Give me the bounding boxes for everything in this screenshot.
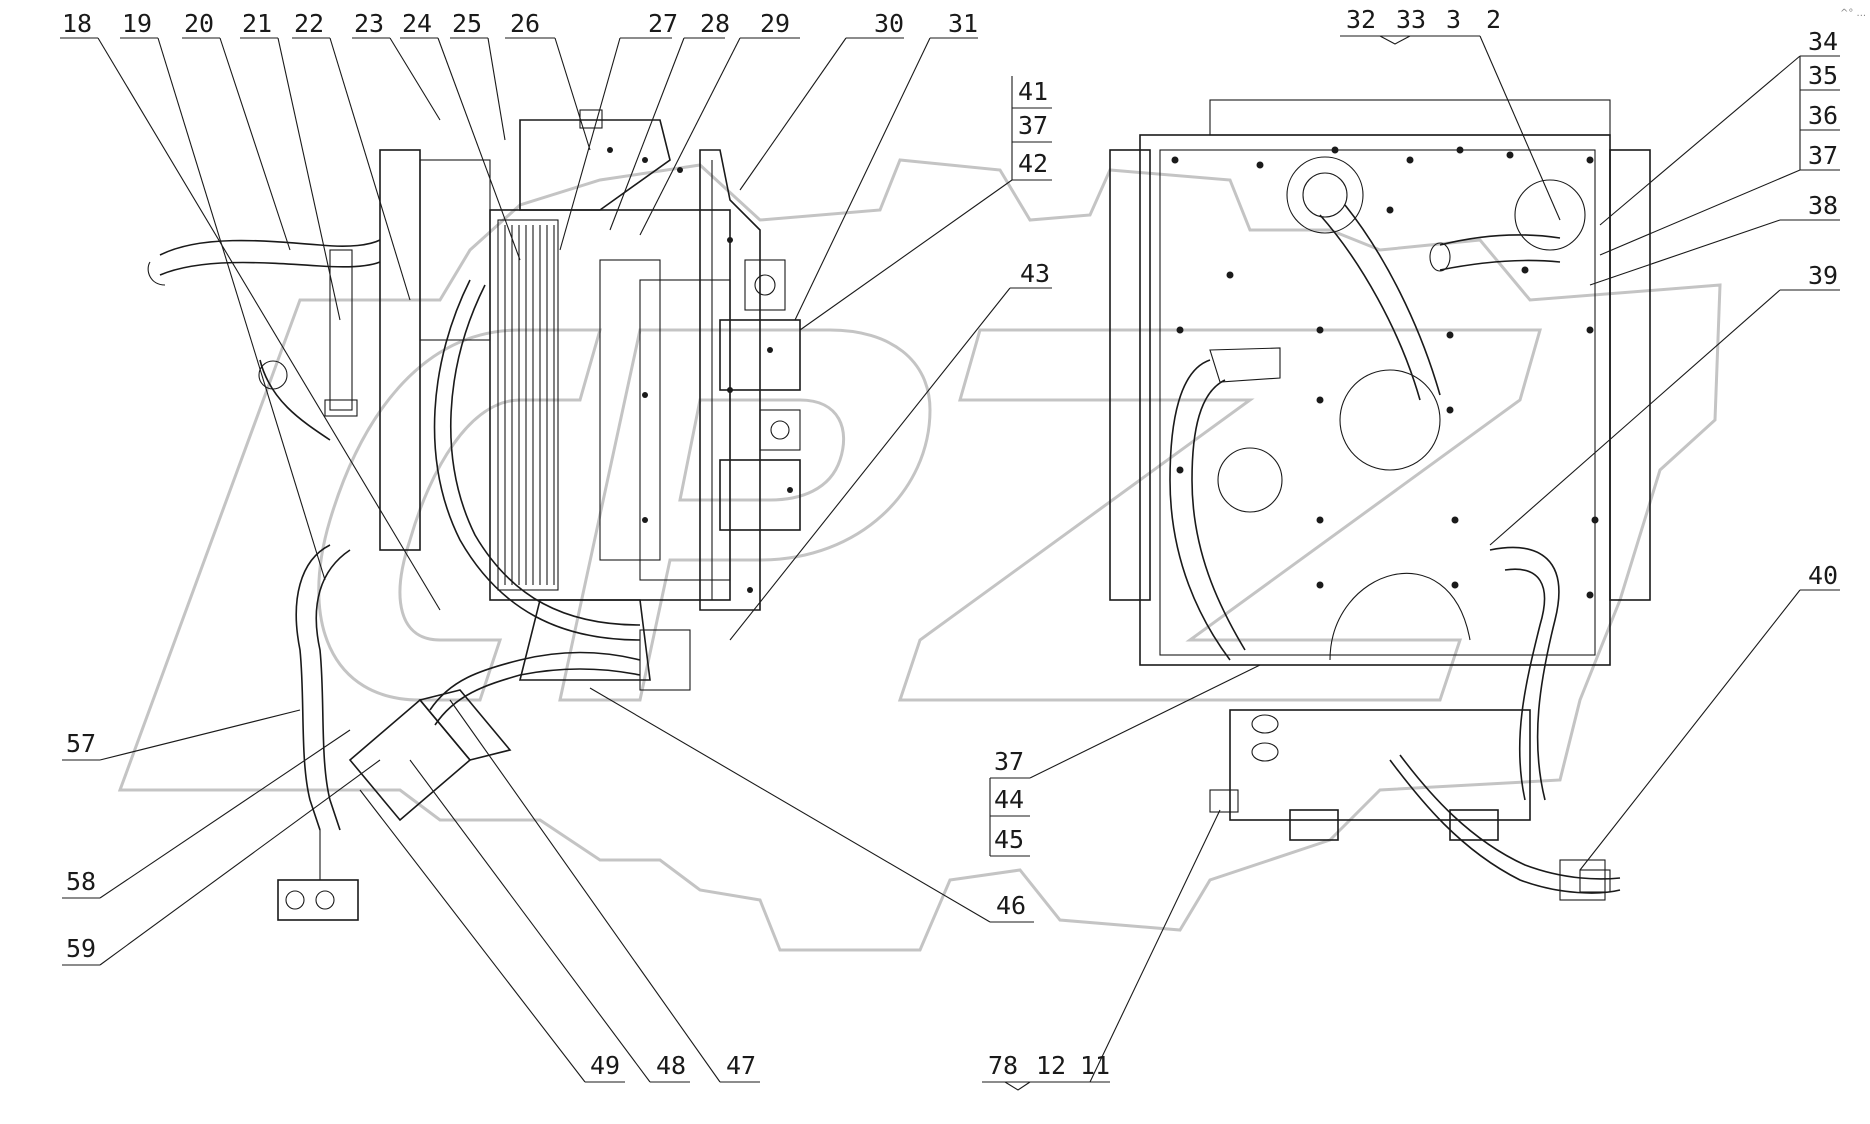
callout-47: 47 — [726, 1051, 756, 1080]
callout-48: 48 — [656, 1051, 686, 1080]
callout-35: 35 — [1808, 61, 1838, 90]
callout-24: 24 — [402, 9, 432, 38]
radiator-fins — [504, 225, 555, 585]
callout-37-mid: 37 — [1018, 111, 1048, 140]
callout-18: 18 — [62, 9, 92, 38]
callout-78: 78 — [988, 1051, 1018, 1080]
callout-36: 36 — [1808, 101, 1838, 130]
callout-11: 11 — [1080, 1051, 1110, 1080]
watermark-logo — [117, 158, 1722, 952]
callout-32: 32 — [1346, 5, 1376, 34]
callout-3: 3 — [1446, 5, 1461, 34]
callout-40: 40 — [1808, 561, 1838, 590]
left-bolts — [607, 147, 793, 593]
left-assembly-radiator — [147, 109, 801, 921]
callout-labels: 18 19 20 21 22 23 24 25 26 27 28 29 30 3… — [62, 5, 1866, 1080]
callout-34: 34 — [1808, 27, 1838, 56]
callout-27: 27 — [648, 9, 678, 38]
watermark-gear-outline — [117, 158, 1722, 952]
callout-46: 46 — [996, 891, 1026, 920]
callout-25: 25 — [452, 9, 482, 38]
right-bolts — [1171, 146, 1599, 599]
callout-20: 20 — [184, 9, 214, 38]
callout-31: 31 — [948, 9, 978, 38]
callout-28: 28 — [700, 9, 730, 38]
callout-41: 41 — [1018, 77, 1048, 106]
callout-12: 12 — [1036, 1051, 1066, 1080]
callout-58: 58 — [66, 867, 96, 896]
leader-lines — [60, 35, 1840, 1091]
callout-33: 33 — [1396, 5, 1426, 34]
callout-45: 45 — [994, 825, 1024, 854]
callout-44: 44 — [994, 785, 1024, 814]
right-assembly-panel — [1109, 99, 1651, 901]
watermark-letter-p — [558, 328, 932, 702]
callout-22: 22 — [294, 9, 324, 38]
callout-37-top: 37 — [1808, 141, 1838, 170]
callout-29: 29 — [760, 9, 790, 38]
callout-38: 38 — [1808, 191, 1838, 220]
callout-59: 59 — [66, 934, 96, 963]
callout-57: 57 — [66, 729, 96, 758]
callout-26: 26 — [510, 9, 540, 38]
callout-42: 42 — [1018, 149, 1048, 178]
callout-23: 23 — [354, 9, 384, 38]
callout-37-bottom: 37 — [994, 747, 1024, 776]
callout-43: 43 — [1020, 259, 1050, 288]
callout-49: 49 — [590, 1051, 620, 1080]
callout-39: 39 — [1808, 261, 1838, 290]
watermark-letter-z — [897, 328, 1542, 702]
callout-2: 2 — [1486, 5, 1501, 34]
corner-mark: ^° ... — [1840, 8, 1866, 19]
callout-19: 19 — [122, 9, 152, 38]
callout-30: 30 — [874, 9, 904, 38]
callout-21: 21 — [242, 9, 272, 38]
